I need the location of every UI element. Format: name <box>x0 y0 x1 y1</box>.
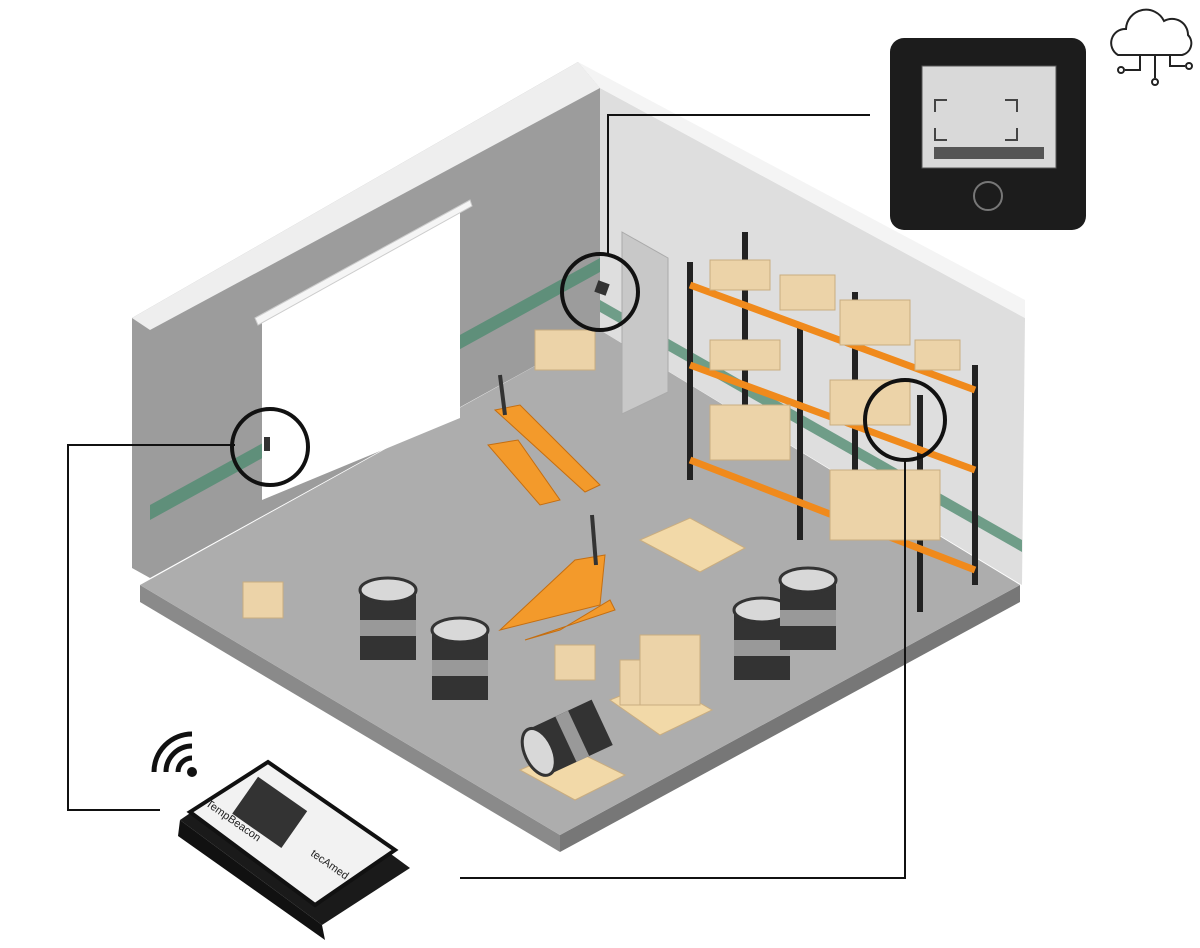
door-rail <box>254 199 473 326</box>
floor-slab-edge <box>140 585 560 852</box>
temperature-beacon-device: TempBeacon tecAmed <box>178 759 410 940</box>
sensor-highlight-wall <box>560 252 640 332</box>
gateway-display-device <box>890 38 1086 230</box>
wifi-icon <box>151 731 197 777</box>
loading-door <box>262 212 460 500</box>
wall-sensor <box>594 280 610 296</box>
cloud-network-icon <box>1110 8 1193 86</box>
qr-code <box>232 776 308 849</box>
back-door <box>621 231 669 415</box>
left-wall-top <box>132 62 600 330</box>
pallet-jack <box>487 374 601 506</box>
mount-tab <box>365 901 387 917</box>
sensor-highlight-rack <box>863 378 947 462</box>
pallet <box>638 517 747 573</box>
sensor-highlight-door <box>230 407 310 487</box>
callout-lines <box>67 114 906 879</box>
home-button <box>973 181 1003 211</box>
door-sensor <box>264 437 270 451</box>
boxes <box>242 329 701 706</box>
barrels <box>358 566 838 777</box>
pallet-jack <box>498 514 616 641</box>
right-wall-top <box>578 62 1025 318</box>
